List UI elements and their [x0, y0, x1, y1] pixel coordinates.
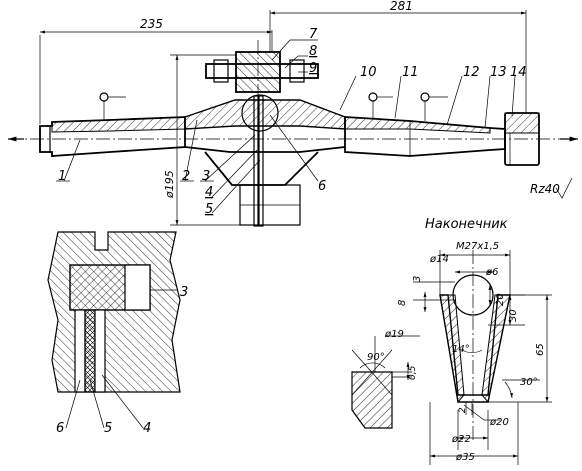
- detail-callout-circle: [241, 94, 279, 132]
- tip-dimensions: [413, 250, 552, 465]
- dim-195-label: ø195: [163, 170, 176, 199]
- label-part-12: 12: [463, 65, 480, 80]
- main-view: 235 281 ø195: [7, 0, 578, 227]
- tip-title: Наконечник: [425, 217, 508, 232]
- top-clamp-hatch: [235, 51, 281, 93]
- right-nozzle-section: [344, 116, 491, 134]
- tip-right-wall: [481, 294, 511, 404]
- tip-dim-3: 3: [412, 276, 423, 282]
- detail-label-6: 6: [56, 421, 64, 436]
- label-part-1: 1: [58, 169, 66, 184]
- tip-dim-20: 20: [495, 293, 506, 306]
- tip-top-circle: [452, 274, 494, 316]
- tip-dim-a14: 14°: [452, 344, 470, 355]
- label-part-4: 4: [205, 185, 213, 200]
- roughness-symbol: Rz40: [530, 177, 573, 199]
- detail-gasket-5: [84, 309, 96, 393]
- tip-dim-30: 30: [508, 309, 519, 322]
- tip-dim-2: 2: [458, 407, 468, 413]
- tip-left-wall: [439, 294, 465, 404]
- tip-dim-05: 0,5: [408, 365, 418, 380]
- detail-label-3: 3: [180, 285, 188, 300]
- detail-gasket-6: [74, 309, 86, 393]
- detail-body-section: [47, 231, 181, 393]
- tip-view: Наконечник: [351, 217, 552, 465]
- tip-dim-d20: ø20: [489, 417, 509, 428]
- central-body-section: [184, 99, 346, 130]
- detail-label-4: 4: [143, 421, 151, 436]
- tip-dim-d14: ø14: [429, 254, 449, 265]
- label-part-11: 11: [402, 65, 419, 80]
- tip-dim-8: 8: [397, 300, 408, 306]
- section-markers: [99, 92, 448, 121]
- tip-dim-d35: ø35: [455, 452, 475, 463]
- nut-left: [213, 59, 229, 83]
- label-part-10: 10: [360, 65, 377, 80]
- central-body-skirt: [204, 151, 319, 186]
- dim-281: 281: [269, 0, 527, 113]
- detail-leader-5: [89, 379, 105, 429]
- detail-gasket-4: [94, 309, 106, 393]
- label-part-6: 6: [318, 179, 326, 194]
- nut-right: [289, 59, 305, 83]
- detail-view: 3 6 5 4: [47, 231, 188, 436]
- chamfer-detail: [351, 335, 420, 429]
- label-part-5: 5: [205, 202, 213, 217]
- label-part-13: 13: [490, 65, 507, 80]
- detail-plate-3-end: [124, 264, 151, 311]
- tip-dim-d19: ø19: [384, 329, 404, 340]
- detail-label-5: 5: [104, 421, 112, 436]
- tip-dim-a90: 90°: [367, 352, 385, 363]
- label-part-7: 7: [309, 27, 318, 42]
- label-part-2: 2: [182, 169, 190, 184]
- left-nozzle-section: [51, 116, 186, 133]
- left-nozzle-end: [39, 125, 51, 153]
- roughness-label: Rz40: [530, 182, 560, 196]
- label-part-14: 14: [510, 65, 527, 80]
- tip-dim-d6: ø6: [485, 267, 498, 278]
- tip-dim-d22: ø22: [451, 434, 471, 445]
- detail-leader-6: [65, 379, 81, 429]
- dim-195: ø195: [163, 54, 240, 226]
- clamp-bolt: [205, 63, 319, 79]
- tip-dim-65: 65: [535, 343, 546, 356]
- detail-leader-4: [101, 374, 144, 429]
- dim-235-label: 235: [140, 17, 163, 31]
- label-part-8: 8: [309, 44, 317, 59]
- dim-235: 235: [39, 17, 273, 124]
- tip-dim-thread: M27x1,5: [456, 241, 499, 252]
- label-part-9: 9: [309, 61, 317, 76]
- tip-dim-a30: 30°: [520, 377, 538, 388]
- end-nut-section: [504, 112, 540, 134]
- dim-281-label: 281: [390, 0, 413, 13]
- label-part-3: 3: [202, 169, 210, 184]
- central-body-lower: [184, 146, 346, 153]
- part-leaders: [56, 39, 516, 214]
